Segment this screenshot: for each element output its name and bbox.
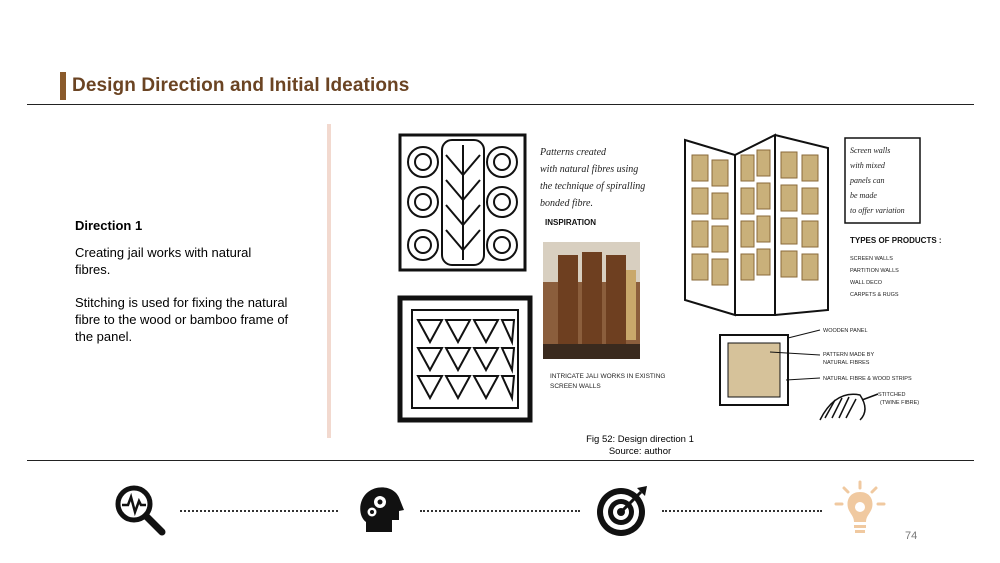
type-item-3: WALL DECO [850,280,883,286]
design-sketch-figure: Patterns created with natural fibres usi… [397,133,942,423]
folding-screen-sketch [684,133,829,317]
type-item-2: PARTITION WALLS [850,268,899,274]
lightbulb-icon [832,480,892,540]
page-number: 74 [905,530,918,542]
process-connector-1 [180,510,338,512]
direction-paragraph-2: Stitching is used for fixing the natural… [75,295,289,344]
note-wooden-panel: WOODEN PANEL [823,328,868,334]
title-accent-bar [60,72,66,100]
note-screen-walls-4: be made [850,191,877,200]
direction-text-block: Direction 1 Creating jail works with nat… [75,217,290,361]
figure-caption: Fig 52: Design direction 1 Source: autho… [560,434,720,458]
magnifier-analysis-icon [110,480,170,540]
note-patterns-line1: Patterns created [539,147,607,158]
types-title: TYPES OF PRODUCTS : [850,236,942,245]
process-connector-3 [662,510,822,512]
stitch-detail-sketch [819,393,879,421]
note-screen-walls-2: with mixed [850,161,886,170]
note-patterns-line2: with natural fibres using [540,164,638,175]
type-item-4: CARPETS & RUGS [850,292,899,298]
inspiration-photo [543,242,640,359]
slide-title: Design Direction and Initial Ideations [72,75,410,96]
jali-sketch-bottom [397,295,533,423]
note-stitched-2: (TWINE FIBRE) [880,400,919,406]
top-divider [27,104,974,105]
note-photo-line2: SCREEN WALLS [550,383,601,390]
head-gears-icon [352,480,412,540]
caption-line-1: Fig 52: Design direction 1 [586,434,694,445]
screen-walls-note-box [844,137,921,224]
note-patterns-line3: the technique of spiralling [540,181,645,192]
note-screen-walls-1: Screen walls [850,146,890,155]
note-pattern-made-1: PATTERN MADE BY [823,352,874,358]
note-natural-fibre: NATURAL FIBRE & WOOD STRIPS [823,376,912,382]
note-patterns-line4: bonded fibre. [540,198,593,209]
direction-heading: Direction 1 [75,218,143,233]
note-photo-line1: INTRICATE JALI WORKS IN EXISTING [550,373,665,380]
type-item-1: SCREEN WALLS [850,256,893,262]
note-pattern-made-2: NATURAL FIBRES [823,360,870,366]
direction-paragraph-1: Creating jail works with natural fibres. [75,245,252,277]
bottom-divider [27,460,974,461]
note-screen-walls-5: to offer variation [850,206,905,215]
note-stitched-1: STITCHED [878,392,906,398]
jali-sketch-top [398,133,527,272]
note-screen-walls-3: panels can [849,176,884,185]
note-inspiration: INSPIRATION [545,218,596,227]
side-accent-bar [327,124,331,438]
caption-line-2: Source: author [608,446,672,457]
process-connector-2 [420,510,580,512]
target-icon [593,480,653,540]
panel-detail-sketch [719,329,821,406]
